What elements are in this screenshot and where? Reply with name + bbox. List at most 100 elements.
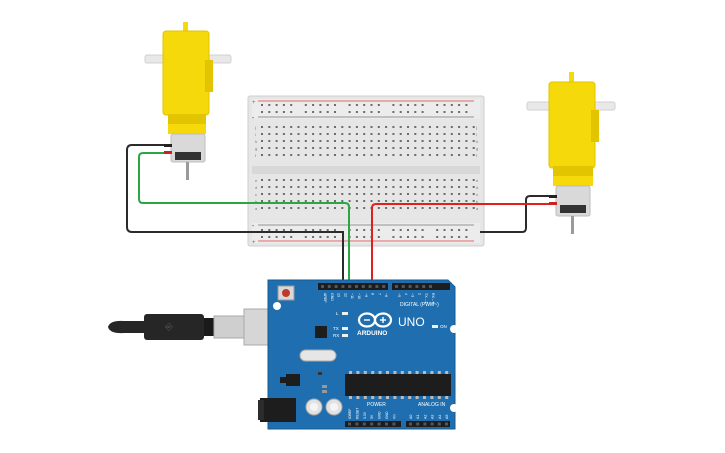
breadboard-hole[interactable] xyxy=(458,111,461,113)
breadboard-hole[interactable] xyxy=(348,147,351,149)
breadboard-hole[interactable] xyxy=(392,104,395,106)
breadboard-hole[interactable] xyxy=(450,207,453,209)
breadboard-hole[interactable] xyxy=(465,229,468,231)
breadboard-hole[interactable] xyxy=(268,236,271,238)
breadboard-hole[interactable] xyxy=(275,207,278,209)
breadboard-hole[interactable] xyxy=(377,111,380,113)
breadboard-hole[interactable] xyxy=(290,200,293,202)
breadboard-hole[interactable] xyxy=(436,229,439,231)
breadboard-hole[interactable] xyxy=(268,111,271,113)
breadboard-hole[interactable] xyxy=(421,104,424,106)
header-pin[interactable] xyxy=(375,285,379,288)
breadboard-hole[interactable] xyxy=(304,133,307,135)
breadboard-hole[interactable] xyxy=(341,179,344,181)
digital-header[interactable] xyxy=(321,285,432,288)
breadboard-hole[interactable] xyxy=(319,236,322,238)
breadboard-hole[interactable] xyxy=(326,200,329,202)
breadboard-hole[interactable] xyxy=(261,147,263,149)
breadboard-hole[interactable] xyxy=(436,133,439,135)
breadboard-hole[interactable] xyxy=(472,193,475,195)
breadboard-hole[interactable] xyxy=(290,140,293,142)
breadboard-hole[interactable] xyxy=(385,200,388,202)
header-pin[interactable] xyxy=(430,422,434,426)
breadboard-hole[interactable] xyxy=(312,111,315,113)
breadboard-hole[interactable] xyxy=(370,147,373,149)
breadboard-hole[interactable] xyxy=(326,236,329,238)
breadboard-hole[interactable] xyxy=(392,154,395,156)
header-pin[interactable] xyxy=(385,422,388,426)
breadboard-hole[interactable] xyxy=(297,207,300,209)
breadboard-hole[interactable] xyxy=(341,186,344,188)
wire-green-left[interactable] xyxy=(138,152,350,283)
header-pin[interactable] xyxy=(377,422,381,426)
breadboard-hole[interactable] xyxy=(319,229,322,231)
breadboard-hole[interactable] xyxy=(355,104,358,106)
breadboard-hole[interactable] xyxy=(385,126,388,128)
breadboard-hole[interactable] xyxy=(392,179,395,181)
breadboard-hole[interactable] xyxy=(363,229,366,231)
breadboard-hole[interactable] xyxy=(312,236,315,238)
breadboard-hole[interactable] xyxy=(377,133,380,135)
header-pin[interactable] xyxy=(355,422,359,426)
breadboard-hole[interactable] xyxy=(450,104,453,106)
breadboard-hole[interactable] xyxy=(377,147,380,149)
header-pin[interactable] xyxy=(415,285,419,288)
breadboard-hole[interactable] xyxy=(392,207,395,209)
breadboard-hole[interactable] xyxy=(465,154,468,156)
breadboard-hole[interactable] xyxy=(385,133,388,135)
bottom-header-holes[interactable] xyxy=(348,422,448,426)
breadboard-hole[interactable] xyxy=(443,133,446,135)
breadboard-hole[interactable] xyxy=(355,200,358,202)
breadboard-hole[interactable] xyxy=(341,200,344,202)
breadboard-hole[interactable] xyxy=(275,133,278,135)
breadboard-hole[interactable] xyxy=(472,179,475,181)
breadboard-hole[interactable] xyxy=(377,207,380,209)
reset-button[interactable] xyxy=(282,289,290,297)
header-pin[interactable] xyxy=(370,422,374,426)
breadboard-hole[interactable] xyxy=(399,193,402,195)
breadboard-hole[interactable] xyxy=(348,133,351,135)
breadboard-hole[interactable] xyxy=(290,179,293,181)
breadboard-hole[interactable] xyxy=(399,236,402,238)
breadboard-hole[interactable] xyxy=(450,186,453,188)
breadboard-hole[interactable] xyxy=(370,126,373,128)
breadboard-hole[interactable] xyxy=(472,126,475,128)
breadboard-hole[interactable] xyxy=(385,207,388,209)
breadboard-hole[interactable] xyxy=(392,193,395,195)
breadboard-hole[interactable] xyxy=(290,207,293,209)
header-pin[interactable] xyxy=(401,285,405,288)
breadboard-hole[interactable] xyxy=(465,179,468,181)
breadboard-hole[interactable] xyxy=(392,133,395,135)
breadboard-hole[interactable] xyxy=(370,140,373,142)
breadboard-hole[interactable] xyxy=(370,179,373,181)
breadboard-hole[interactable] xyxy=(370,186,373,188)
breadboard-hole[interactable] xyxy=(268,154,271,156)
breadboard-hole[interactable] xyxy=(428,200,431,202)
breadboard-hole[interactable] xyxy=(436,140,439,142)
breadboard-hole[interactable] xyxy=(458,154,461,156)
breadboard-hole[interactable] xyxy=(450,147,453,149)
breadboard-hole[interactable] xyxy=(355,140,358,142)
breadboard-hole[interactable] xyxy=(363,126,366,128)
breadboard-hole[interactable] xyxy=(297,147,300,149)
breadboard-hole[interactable] xyxy=(472,140,475,142)
breadboard-hole[interactable] xyxy=(385,140,388,142)
breadboard-hole[interactable] xyxy=(370,133,373,135)
breadboard-hole[interactable] xyxy=(436,147,439,149)
breadboard-hole[interactable] xyxy=(407,154,409,156)
breadboard-hole[interactable] xyxy=(421,186,424,188)
wire-red-right[interactable] xyxy=(371,203,554,283)
breadboard-hole[interactable] xyxy=(407,126,409,128)
breadboard-hole[interactable] xyxy=(472,200,475,202)
breadboard-hole[interactable] xyxy=(268,147,271,149)
breadboard-hole[interactable] xyxy=(407,207,409,209)
breadboard-hole[interactable] xyxy=(268,133,271,135)
breadboard-hole[interactable] xyxy=(465,111,468,113)
header-pin[interactable] xyxy=(361,285,365,288)
breadboard-hole[interactable] xyxy=(275,140,278,142)
breadboard-hole[interactable] xyxy=(275,236,278,238)
breadboard-hole[interactable] xyxy=(319,133,322,135)
header-pin[interactable] xyxy=(409,422,412,426)
breadboard-hole[interactable] xyxy=(399,229,402,231)
